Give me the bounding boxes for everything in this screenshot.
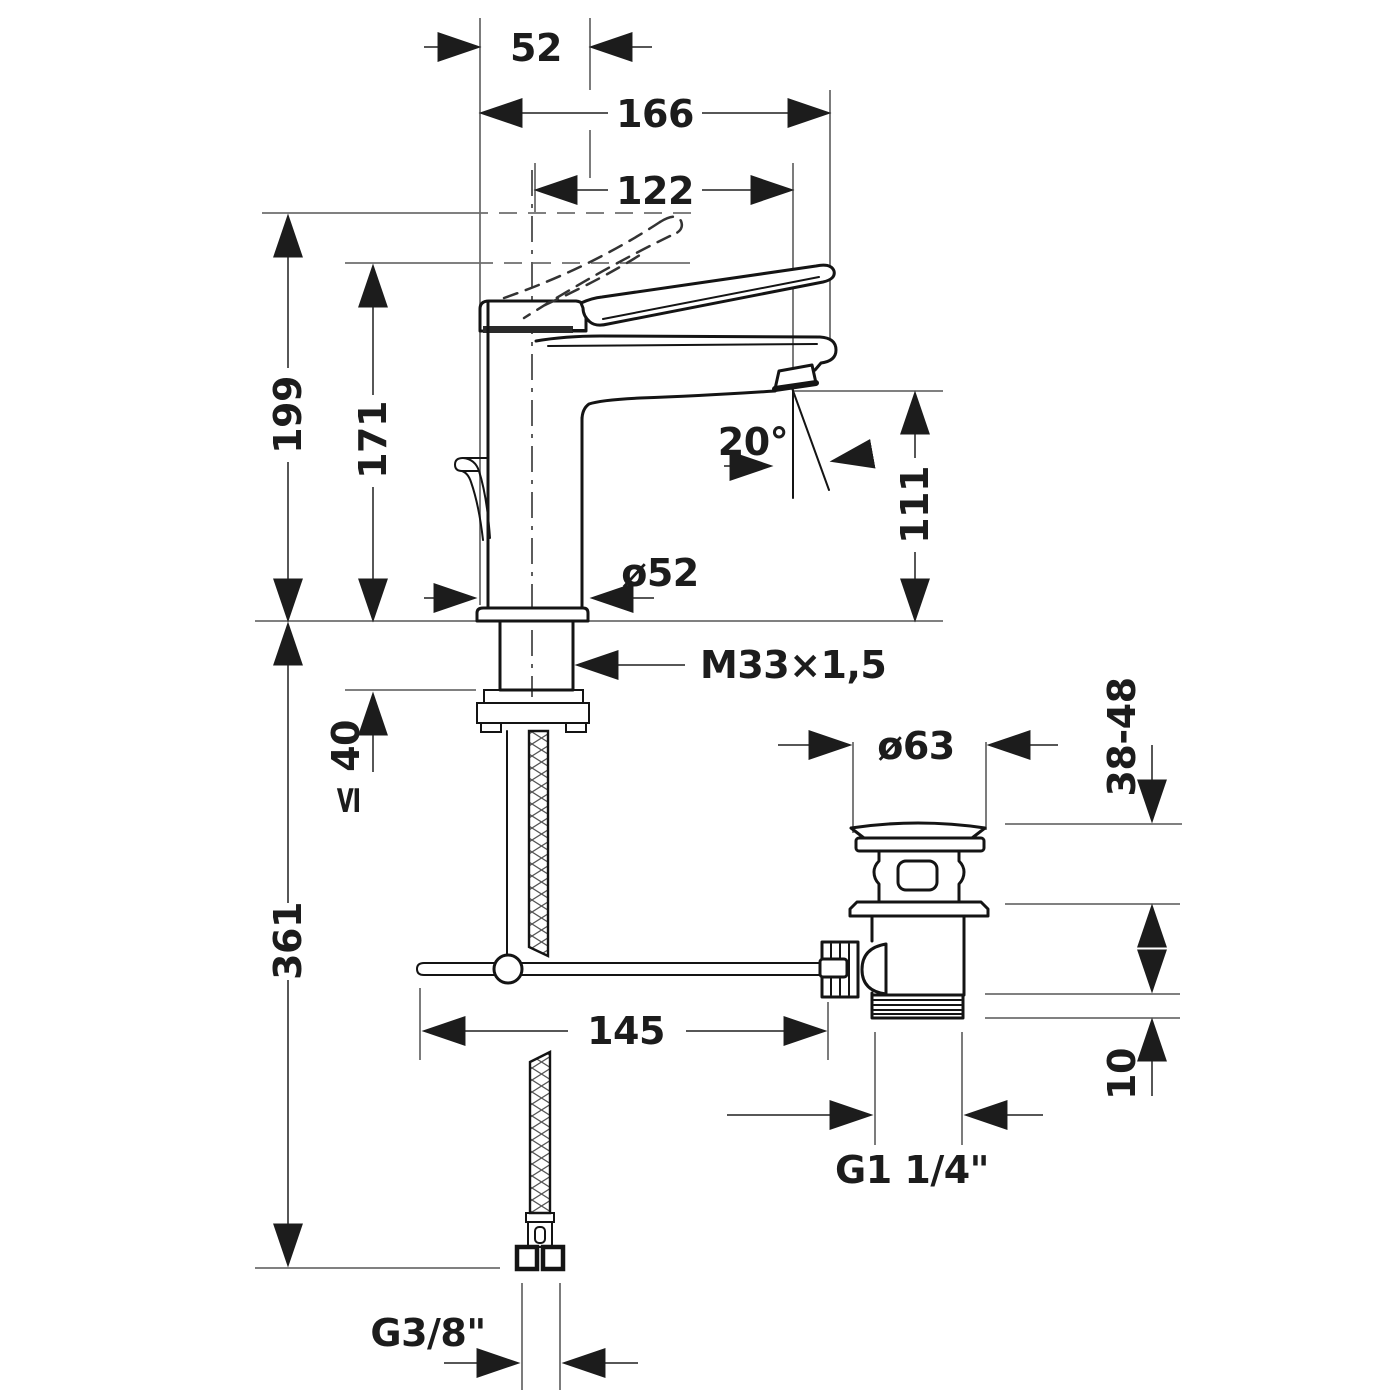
dim-spray-angle: 20° — [718, 420, 788, 464]
supply-hose-fitting — [514, 1212, 566, 1272]
dim-spout-overall: 166 — [616, 92, 694, 136]
dim-handle-width: 52 — [510, 26, 562, 70]
dim-waste-deck-range: 38-48 — [1100, 677, 1144, 796]
dim-supply-thread: G3/8" — [370, 1311, 485, 1355]
dim-spout-reach: 122 — [616, 169, 694, 213]
cap-seam — [483, 326, 573, 333]
lever-raised-position — [502, 215, 684, 320]
dim-spray-angle-group: 20° — [718, 387, 876, 499]
faucet-base — [475, 606, 590, 623]
dim-height-max: 199 — [266, 376, 310, 454]
dim-base-diameter: ø52 — [621, 551, 699, 595]
dim-rod-length: 145 — [587, 1009, 665, 1053]
reference-lines — [255, 18, 1182, 1390]
dim-body-thread: M33×1,5 — [700, 643, 886, 687]
dimensions: 52 166 122 199 171 111 20° ø52 — [266, 26, 1167, 1378]
dim-waste-thread: G1 1/4" — [835, 1148, 989, 1192]
mounting-washer — [476, 702, 590, 724]
supply-hose-upper — [527, 729, 550, 958]
dim-waste-flange-diameter: ø63 — [877, 724, 955, 768]
waste-thread — [870, 993, 965, 1020]
dim-height-body: 171 — [351, 401, 395, 479]
spout — [534, 334, 838, 372]
popup-rod-horizontal — [415, 953, 824, 985]
dim-deck-max: ≤ 40 — [324, 720, 368, 816]
popup-knob — [453, 457, 491, 541]
popup-waste-drain — [818, 821, 990, 1020]
dim-waste-gap: 10 — [1100, 1048, 1144, 1100]
waste-window — [896, 859, 939, 892]
threaded-shank — [498, 619, 575, 692]
waste-lower-flange — [848, 900, 990, 918]
faucet-body — [453, 215, 838, 623]
dim-hose-drop: 361 — [266, 902, 310, 980]
rod-connection-nut — [818, 940, 888, 999]
rod-ball-joint — [492, 953, 524, 985]
dim-spout-height: 111 — [893, 466, 937, 544]
supply-hose-lower — [528, 1050, 552, 1215]
below-deck-assembly — [415, 619, 824, 1272]
waste-plug-top — [849, 821, 987, 840]
